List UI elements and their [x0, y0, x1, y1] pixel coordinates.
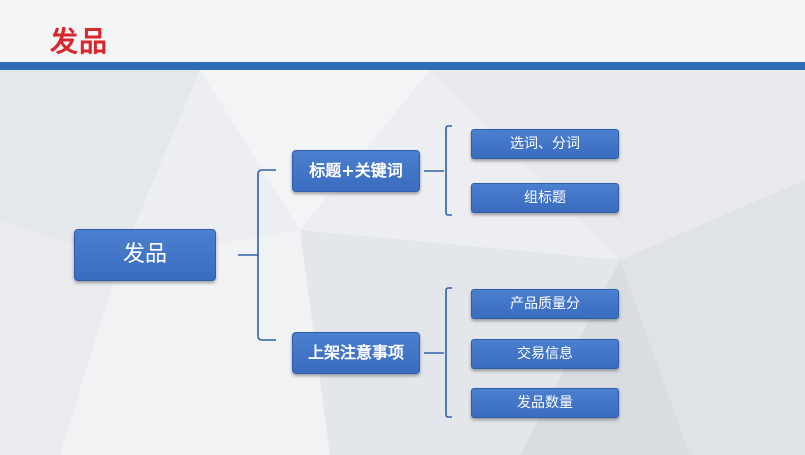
title-divider: [0, 62, 805, 70]
branch-node-listing-notes: 上架注意事项: [292, 332, 420, 374]
leaf-node: 发品数量: [471, 388, 619, 418]
root-node: 发品: [74, 229, 216, 281]
page-title: 发品: [50, 25, 109, 58]
leaf-node: 选词、分词: [471, 129, 619, 159]
leaf-node: 交易信息: [471, 339, 619, 369]
leaf-node: 产品质量分: [471, 289, 619, 319]
branch-node-title-keywords: 标题+关键词: [292, 150, 420, 192]
leaf-node: 组标题: [471, 183, 619, 213]
